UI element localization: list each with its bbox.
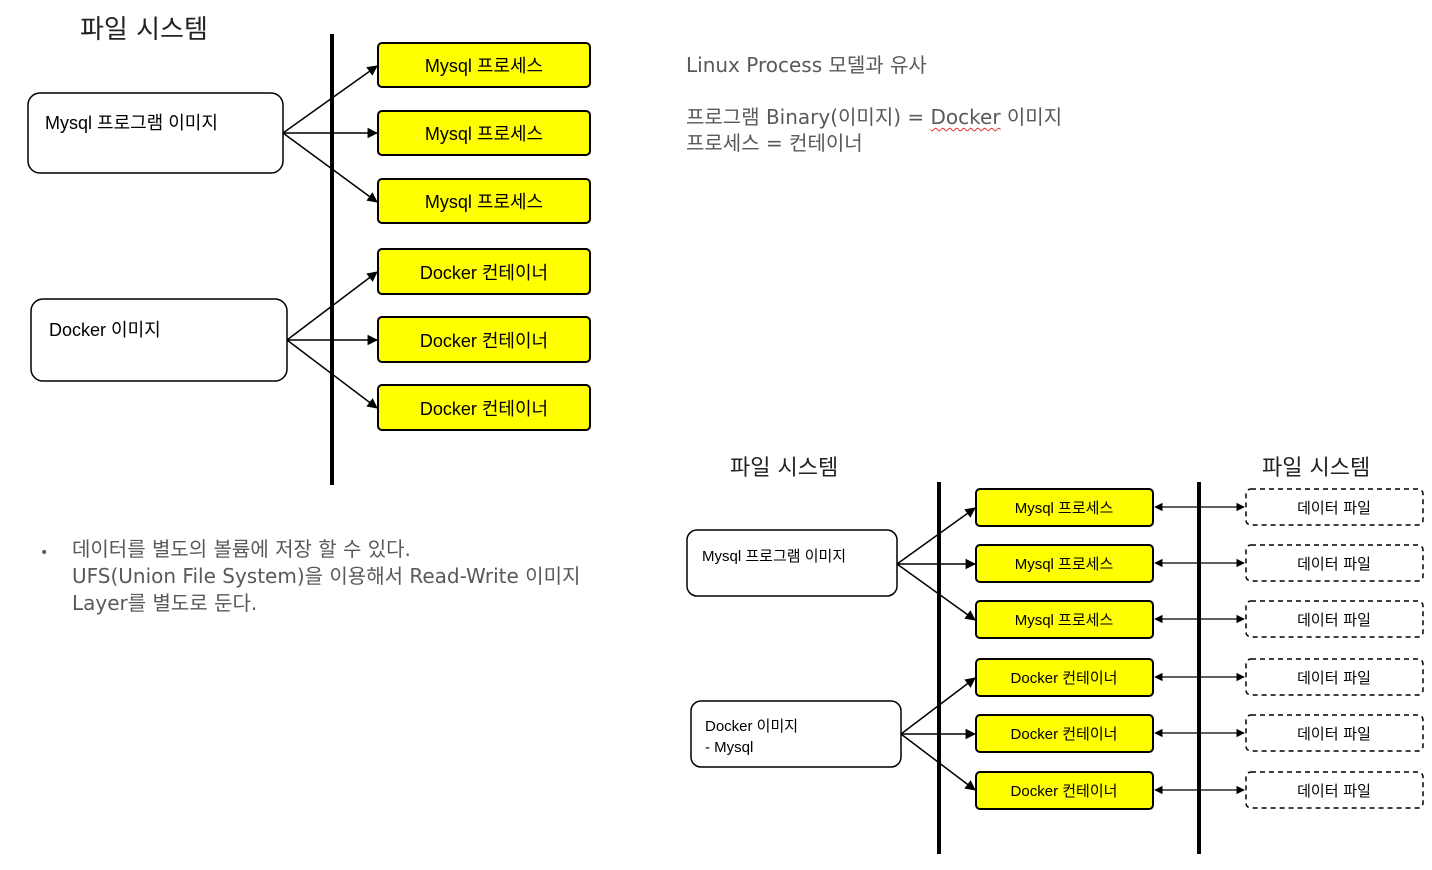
bullet-line-2: UFS(Union File System)을 이용해서 Read-Write …: [72, 564, 581, 588]
right-target-3-label: Mysql 프로세스: [1015, 612, 1114, 629]
left-target-5: Docker 컨테이너: [377, 316, 591, 363]
right-target-1-label: Mysql 프로세스: [1015, 500, 1114, 517]
data-file-3: 데이터 파일: [1245, 600, 1424, 638]
right-target-3: Mysql 프로세스: [975, 600, 1154, 639]
data-file-4-label: 데이터 파일: [1297, 669, 1371, 687]
left-source-docker-image: Docker 이미지: [30, 298, 288, 382]
right-datafile-arrows: [1154, 502, 1245, 795]
left-target-5-label: Docker 컨테이너: [420, 331, 548, 351]
left-target-1: Mysql 프로세스: [377, 42, 591, 88]
left-source-docker-label: Docker 이미지: [49, 320, 161, 340]
right-target-2-label: Mysql 프로세스: [1015, 556, 1114, 573]
right-source-docker-sublabel: - Mysql: [705, 739, 753, 756]
data-file-1-label: 데이터 파일: [1297, 499, 1371, 517]
data-file-2-label: 데이터 파일: [1297, 555, 1371, 573]
note-line-2-suffix: 이미지: [1000, 105, 1063, 129]
right-target-6: Docker 컨테이너: [975, 771, 1154, 810]
left-target-1-label: Mysql 프로세스: [425, 56, 543, 76]
data-file-5: 데이터 파일: [1245, 714, 1424, 752]
right-target-4-label: Docker 컨테이너: [1011, 670, 1118, 687]
bullet-line-3: Layer를 별도로 둔다.: [72, 591, 258, 615]
note-line-2: 프로그램 Binary(이미지) = Docker 이미지: [686, 104, 1062, 130]
data-file-5-label: 데이터 파일: [1297, 725, 1371, 743]
right-filesystem-heading-right: 파일 시스템: [1262, 456, 1370, 481]
left-target-2: Mysql 프로세스: [377, 110, 591, 156]
left-source-mysql-image: Mysql 프로그램 이미지: [27, 92, 284, 174]
analogy-notes: Linux Process 모델과 유사 프로그램 Binary(이미지) = …: [686, 52, 1062, 156]
data-file-6: 데이터 파일: [1245, 771, 1424, 809]
right-source-mysql-image: Mysql 프로그램 이미지: [686, 529, 898, 597]
right-target-1: Mysql 프로세스: [975, 488, 1154, 527]
left-target-6: Docker 컨테이너: [377, 384, 591, 431]
left-target-2-label: Mysql 프로세스: [425, 124, 543, 144]
right-target-2: Mysql 프로세스: [975, 544, 1154, 583]
left-arrows: [282, 65, 379, 409]
bullet-text: 데이터를 별도의 볼륨에 저장 할 수 있다. UFS(Union File S…: [72, 536, 580, 617]
bullet-dot: •: [40, 545, 49, 561]
note-line-3: 프로세스 = 컨테이너: [686, 131, 863, 155]
data-file-4: 데이터 파일: [1245, 658, 1424, 696]
right-source-docker-image: Docker 이미지 - Mysql: [690, 700, 902, 768]
right-target-4: Docker 컨테이너: [975, 658, 1154, 697]
data-file-1: 데이터 파일: [1245, 488, 1424, 526]
left-target-3-label: Mysql 프로세스: [425, 192, 543, 212]
left-target-4-label: Docker 컨테이너: [420, 263, 548, 283]
right-source-mysql-label: Mysql 프로그램 이미지: [702, 548, 846, 565]
left-filesystem-heading: 파일 시스템: [80, 15, 208, 45]
right-target-5-label: Docker 컨테이너: [1011, 726, 1118, 743]
right-source-arrows: [896, 507, 977, 791]
right-filesystem-heading-left: 파일 시스템: [730, 456, 838, 481]
right-target-6-label: Docker 컨테이너: [1011, 783, 1118, 800]
data-file-2: 데이터 파일: [1245, 544, 1424, 582]
bullet-line-1: 데이터를 별도의 볼륨에 저장 할 수 있다.: [72, 537, 411, 561]
note-line-2-prefix: 프로그램 Binary(이미지) =: [686, 105, 931, 129]
left-target-6-label: Docker 컨테이너: [420, 399, 548, 419]
left-target-4: Docker 컨테이너: [377, 248, 591, 295]
left-target-3: Mysql 프로세스: [377, 178, 591, 224]
left-source-mysql-label: Mysql 프로그램 이미지: [45, 113, 218, 133]
note-line-1: Linux Process 모델과 유사: [686, 53, 927, 77]
right-target-5: Docker 컨테이너: [975, 714, 1154, 753]
note-line-2-docker: Docker: [930, 105, 1001, 129]
right-source-docker-label: Docker 이미지: [705, 718, 798, 735]
data-file-6-label: 데이터 파일: [1297, 782, 1371, 800]
data-file-3-label: 데이터 파일: [1297, 611, 1371, 629]
